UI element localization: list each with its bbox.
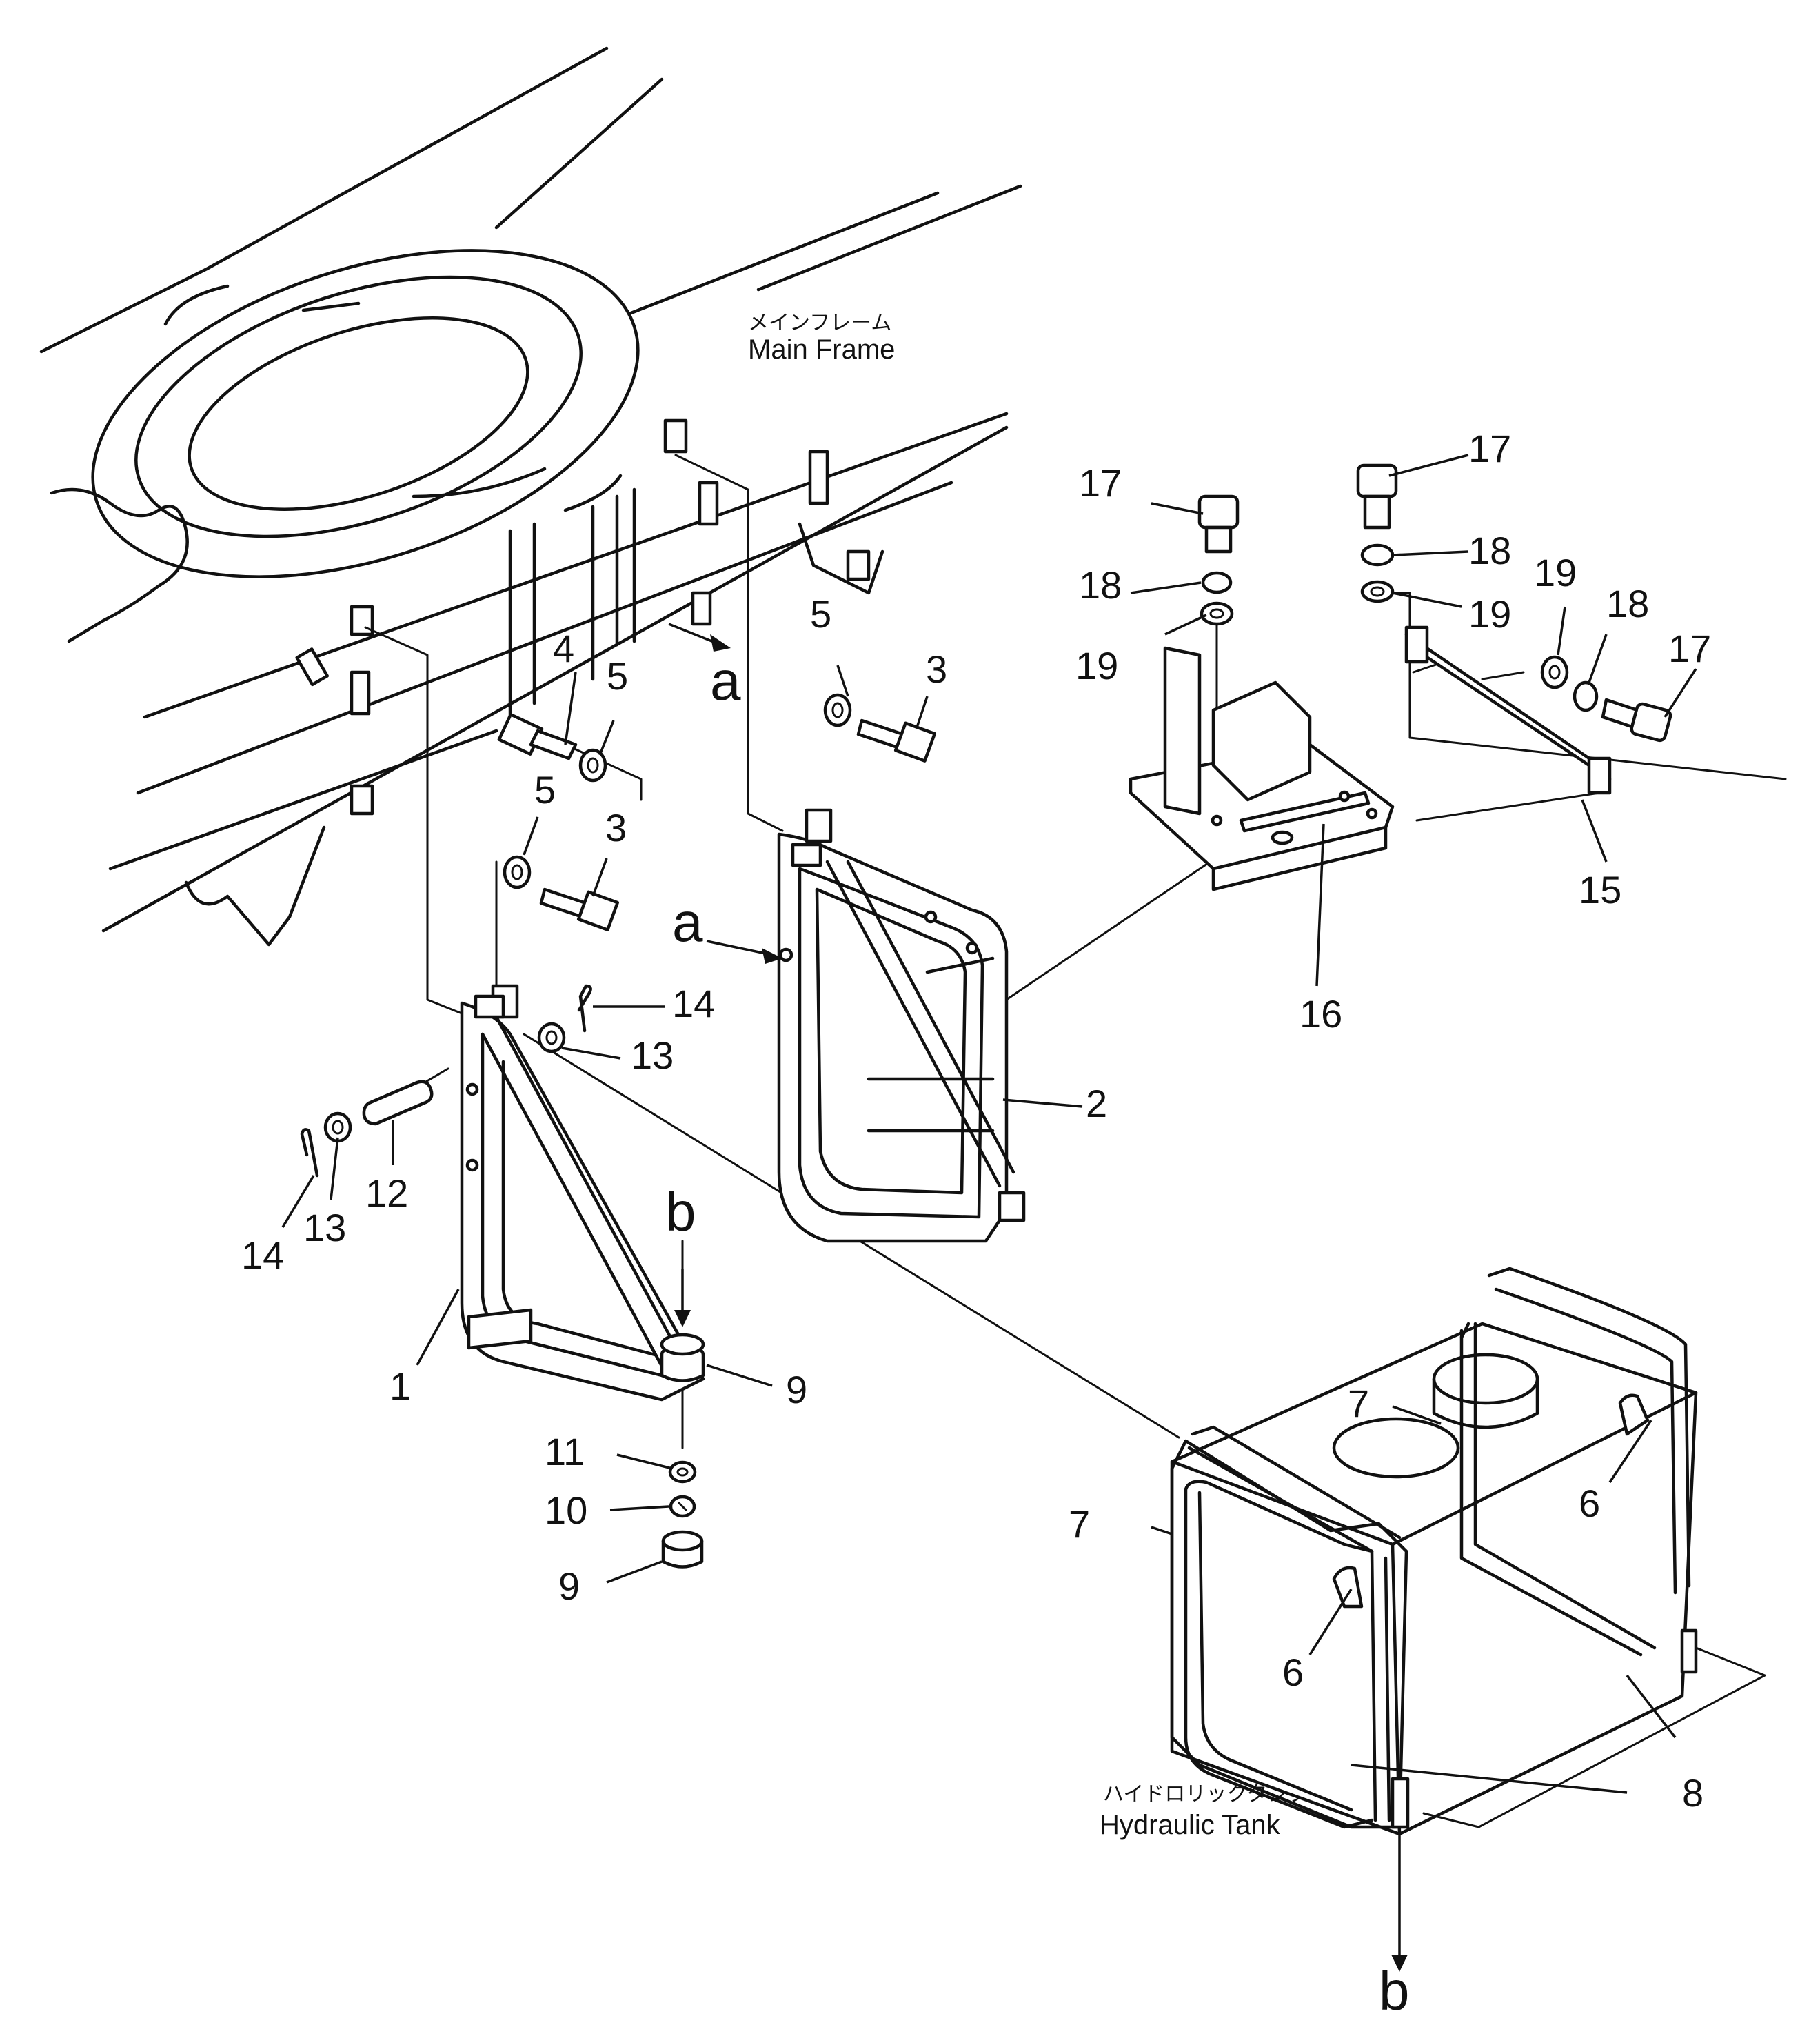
pin-12 [362,1080,434,1126]
washer-13-lower [323,1111,352,1143]
callout-7-top: 7 [1348,1382,1369,1425]
washer-19-top-right [1360,580,1395,603]
callout-17-left: 17 [1079,461,1122,505]
view-arrows [668,623,1408,1972]
washer-19-right [1540,655,1569,689]
callout-11: 11 [545,1430,585,1473]
washer-11 [668,1460,697,1484]
callout-14-lower: 14 [241,1233,284,1277]
bolt-3-mid [539,887,620,931]
callout-5-right: 5 [810,592,831,636]
main-frame-label-en: Main Frame [748,334,895,365]
bolt-17-right [1601,698,1672,743]
mount-plate-16 [1129,646,1395,891]
washer-5-mid [503,855,532,889]
callouts: 1 2 3 3 4 5 5 5 6 6 7 7 8 9 9 10 11 12 1… [241,427,1711,1815]
bolt-17-left [1197,494,1240,554]
callout-17-top-right: 17 [1468,427,1511,470]
view-marker-b-top: b [665,1181,696,1242]
callout-1: 1 [390,1364,411,1408]
callout-14-upper: 14 [672,982,715,1025]
bar-15 [1404,625,1612,795]
lock-washer-18-right [1573,680,1599,712]
main-frame-label-jp: メインフレーム [748,311,891,335]
callout-5-mid: 5 [534,768,556,811]
callout-3-mid: 3 [605,806,627,849]
view-marker-a-left: a [672,891,703,953]
bolt-4 [497,713,578,760]
callout-6-left: 6 [1282,1651,1304,1694]
lock-washer-18-left [1201,571,1233,594]
washer-19-left [1200,601,1234,626]
callout-16: 16 [1300,992,1342,1036]
nut-9-top [660,1333,705,1382]
hydraulic-tank-label-en: Hydraulic Tank [1100,1810,1281,1840]
washer-5-right [823,693,852,727]
lock-washer-18-top-right [1360,543,1395,567]
callout-4: 4 [553,627,574,670]
callout-5-top: 5 [607,654,628,698]
bracket-2 [777,808,1026,1243]
callout-17-right: 17 [1668,627,1711,670]
callout-12: 12 [365,1171,408,1215]
callout-13-lower: 13 [303,1206,346,1249]
callout-13-upper: 13 [631,1033,674,1077]
callout-18-top-right: 18 [1468,529,1511,572]
leader-lines [281,454,1697,1794]
hydraulic-tank-label: ハイドロリックタンク Hydraulic Tank [1100,1782,1308,1840]
main-frame-label: メインフレーム Main Frame [748,311,895,365]
nut-9-bottom [661,1530,704,1569]
callout-10: 10 [545,1489,587,1532]
cotter-pin-14-lower [300,1128,319,1178]
washer-13-upper [537,1022,566,1053]
bolt-3-right [856,718,937,763]
callout-7-left: 7 [1069,1502,1090,1546]
callout-19-right: 19 [1534,551,1577,594]
washer-5-top [578,748,607,783]
callout-18-right: 18 [1606,582,1649,625]
callout-3-right: 3 [926,647,947,691]
callout-9-top: 9 [786,1368,807,1411]
cotter-pin-14-upper [577,984,592,1033]
main-frame [39,46,1022,947]
bolt-17-top-right [1356,463,1398,530]
callout-6-right: 6 [1579,1482,1600,1525]
callout-15: 15 [1579,868,1621,911]
view-marker-b-bottom: b [1379,1960,1410,2021]
callout-2: 2 [1086,1082,1107,1125]
callout-18-left: 18 [1079,563,1122,607]
view-markers: a a b b [665,650,1410,2021]
bracket-1 [460,984,705,1402]
callout-19-top-right: 19 [1468,592,1511,636]
hydraulic-tank [1170,1267,1766,1836]
view-marker-a-top: a [710,650,741,712]
callout-9-bottom: 9 [558,1564,580,1608]
callout-8: 8 [1682,1771,1703,1815]
callout-19-left: 19 [1075,644,1118,687]
